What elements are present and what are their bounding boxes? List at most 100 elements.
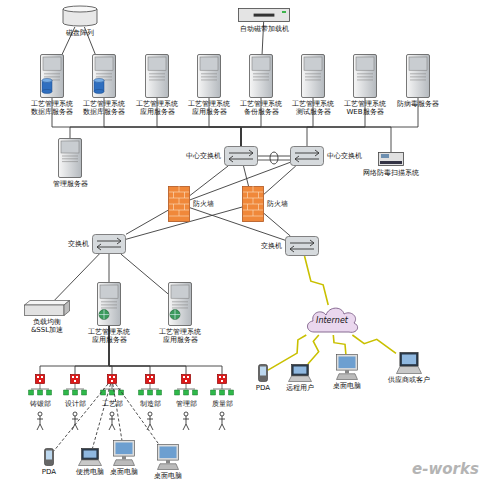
node-label: 工艺管理系统 数据库服务器 — [28, 100, 76, 116]
desktop-device: 桌面电脑 — [157, 444, 179, 470]
monitor-screen — [339, 357, 356, 369]
network-link — [121, 254, 168, 294]
node-outline — [92, 54, 116, 98]
wireless-link — [352, 335, 396, 353]
node-label: 工艺管理系统 测试服务器 — [289, 100, 337, 116]
server-slots — [410, 74, 426, 80]
server-slots — [357, 74, 373, 80]
scan-base — [380, 161, 402, 164]
server-case — [93, 55, 116, 98]
node-label: 供应商或客户 — [388, 376, 430, 384]
network-link — [264, 166, 296, 194]
node-outline — [197, 54, 221, 98]
monitor-stand — [166, 460, 170, 463]
pda-screen — [260, 367, 266, 376]
node-outline — [396, 352, 422, 374]
node-outline — [35, 374, 45, 384]
node-label: 交换机 — [68, 240, 89, 248]
network-switch: 交换机 — [92, 234, 126, 254]
hub-ports — [109, 376, 115, 382]
server-bay — [148, 57, 166, 70]
hub-ports — [147, 376, 153, 382]
node-label: 工艺管理系统 应用服务器 — [133, 100, 181, 116]
server-bay — [171, 285, 189, 298]
hub-box — [71, 375, 80, 384]
desktop-device: 桌面电脑 — [336, 354, 358, 380]
server-case — [407, 55, 430, 98]
hub-ports — [37, 376, 43, 382]
switch-arrows — [290, 240, 314, 252]
globe-lines — [170, 310, 180, 320]
hub-ports — [72, 376, 78, 382]
node-outline — [62, 5, 98, 27]
hub-box — [218, 375, 227, 384]
server-case — [169, 283, 192, 326]
node-outline — [40, 54, 64, 98]
node-label: 防火墙 — [193, 200, 214, 208]
node-outline — [406, 54, 430, 98]
network-link — [258, 156, 290, 157]
server-node: 工艺管理系统 应用服务器 — [145, 54, 169, 98]
user-figures — [37, 412, 225, 430]
node-label: 网络防毒扫描系统 — [363, 169, 419, 177]
monitor-screen — [116, 443, 133, 455]
server-slots — [201, 74, 217, 80]
node-outline — [97, 282, 121, 326]
laptop-lid — [400, 353, 418, 367]
node-label: Internet — [304, 316, 360, 325]
node-outline — [258, 364, 268, 382]
device-side — [64, 301, 70, 316]
server-case — [146, 55, 169, 98]
monitor-frame — [337, 355, 358, 371]
keyboard — [158, 464, 179, 470]
node-label: 工艺管理系统 备份服务器 — [237, 100, 285, 116]
network-link — [190, 208, 285, 240]
hub-box — [146, 375, 155, 384]
tape-light — [282, 11, 286, 13]
switch-body — [286, 237, 319, 256]
server-case — [198, 55, 221, 98]
firewall-bricks — [169, 186, 189, 216]
node-outline — [145, 374, 155, 384]
node-outline — [157, 444, 179, 470]
network-link — [55, 254, 100, 300]
db-cylinder-bottom — [42, 89, 52, 93]
tape-library: 自动磁带加载机 — [238, 8, 290, 22]
server-bay — [409, 57, 427, 70]
node-outline — [217, 374, 227, 384]
switch-body — [291, 147, 324, 166]
department-hub: 设计部 — [70, 374, 80, 384]
firewall-bricks — [243, 186, 263, 216]
node-label: 防病毒服务器 — [397, 100, 439, 108]
department-hub: 制造部 — [145, 374, 155, 384]
node-label: 远程用户 — [286, 384, 314, 392]
web-app-server: 工艺管理系统 应用服务器 — [168, 282, 192, 326]
laptop-screen — [294, 367, 307, 374]
dashed-link — [113, 384, 122, 440]
server-case — [250, 55, 273, 98]
server-node: 工艺管理系统 应用服务器 — [197, 54, 221, 98]
disk-array: 磁盘阵列 — [62, 5, 98, 27]
web-globe — [99, 310, 109, 320]
hub-ports — [183, 376, 189, 382]
load-balancer: 负载均衡 &SSL加速 — [24, 300, 70, 316]
node-label: 桌面电脑 — [110, 468, 138, 476]
node-label: 工艺管理系统 应用服务器 — [185, 100, 233, 116]
node-outline — [242, 186, 264, 222]
laptop-screen — [402, 355, 416, 365]
laptop-screen — [84, 451, 97, 458]
wireless-link — [333, 335, 346, 354]
node-label: 设计部 — [65, 400, 86, 408]
laptop-device: 便携电脑 — [78, 448, 102, 466]
firewall-wall — [169, 187, 190, 222]
node-label: 制造部 — [140, 400, 161, 408]
node-label: 工艺管理系统 应用服务器 — [85, 328, 133, 344]
hub-box — [36, 375, 45, 384]
node-label: 磁盘阵列 — [66, 29, 94, 37]
desktop-device: 桌面电脑 — [113, 440, 135, 466]
network-link — [126, 210, 168, 234]
node-label: 工艺管理系统 应用服务器 — [156, 328, 204, 344]
network-switch: 中心交换机 — [290, 146, 324, 166]
node-label: 桌面电脑 — [154, 472, 182, 480]
network-switch: 交换机 — [285, 236, 319, 256]
